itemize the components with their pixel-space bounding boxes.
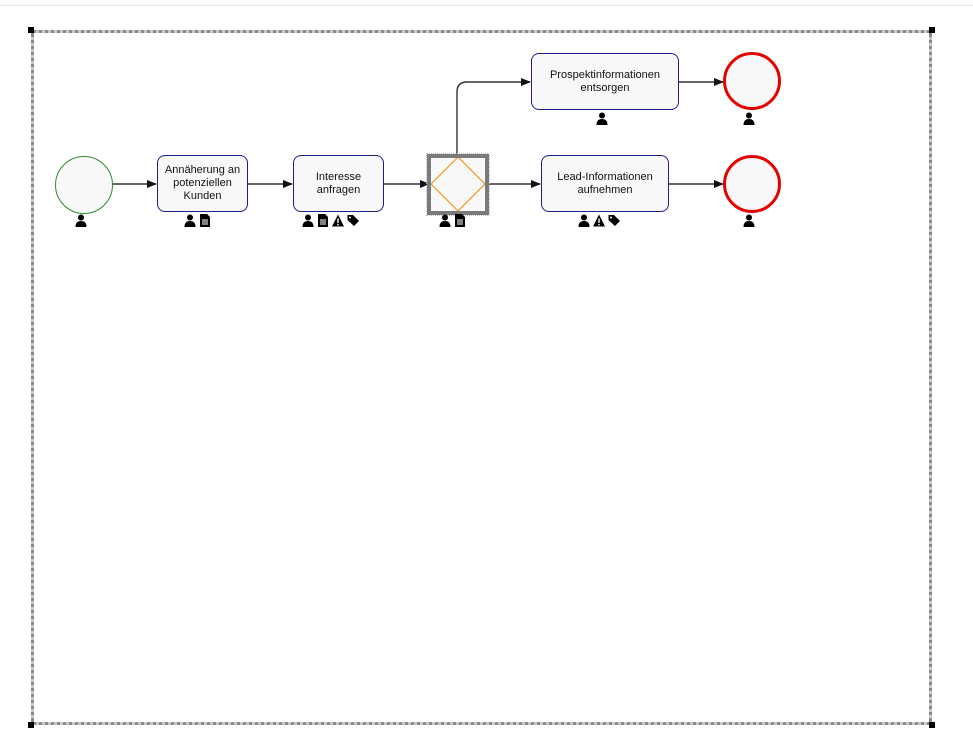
gateway-diamond[interactable] <box>430 156 486 212</box>
warning-icon[interactable] <box>593 214 605 227</box>
task-prospekt-icons <box>596 111 608 125</box>
task-prospektinformationen-entsorgen[interactable]: Prospektinformationen entsorgen <box>531 53 679 110</box>
task-label: Lead-Informationen aufnehmen <box>557 170 653 196</box>
user-icon[interactable] <box>184 214 196 227</box>
task-interesse-icons <box>302 213 359 227</box>
task-interesse-anfragen[interactable]: Interesse anfragen <box>293 155 384 212</box>
start-event[interactable] <box>55 156 113 214</box>
end-event-1[interactable] <box>723 52 781 110</box>
task-label: Annäherung an potenziellen Kunden <box>164 164 241 202</box>
top-divider <box>0 5 973 6</box>
tag-icon[interactable] <box>608 214 620 227</box>
user-icon[interactable] <box>75 214 87 227</box>
document-icon[interactable] <box>317 214 329 227</box>
resize-handle-top-left[interactable] <box>28 27 34 33</box>
document-icon[interactable] <box>454 214 466 227</box>
tag-icon[interactable] <box>347 214 359 227</box>
user-icon[interactable] <box>302 214 314 227</box>
gateway-selection-box[interactable] <box>426 153 490 216</box>
task-annaeherung-icons <box>184 213 211 227</box>
start-event-icons <box>75 213 87 227</box>
user-icon[interactable] <box>439 214 451 227</box>
end-event-2-icons <box>743 213 755 227</box>
gateway-icons <box>439 213 466 227</box>
user-icon[interactable] <box>578 214 590 227</box>
end-event-1-icons <box>743 111 755 125</box>
resize-handle-bottom-right[interactable] <box>929 722 935 728</box>
task-annaeherung[interactable]: Annäherung an potenziellen Kunden <box>157 155 248 212</box>
task-label: Interesse anfragen <box>315 170 362 196</box>
resize-handle-top-right[interactable] <box>929 27 935 33</box>
task-lead-icons <box>578 213 620 227</box>
flow-gateway-to-t3[interactable] <box>456 78 531 156</box>
resize-handle-bottom-left[interactable] <box>28 722 34 728</box>
warning-icon[interactable] <box>332 214 344 227</box>
user-icon[interactable] <box>743 112 755 125</box>
document-icon[interactable] <box>199 214 211 227</box>
end-event-2[interactable] <box>723 155 781 213</box>
task-label: Prospektinformationen entsorgen <box>549 68 661 94</box>
canvas-selection-frame[interactable] <box>31 30 932 725</box>
user-icon[interactable] <box>596 112 608 125</box>
user-icon[interactable] <box>743 214 755 227</box>
task-lead-informationen-aufnehmen[interactable]: Lead-Informationen aufnehmen <box>541 155 669 212</box>
